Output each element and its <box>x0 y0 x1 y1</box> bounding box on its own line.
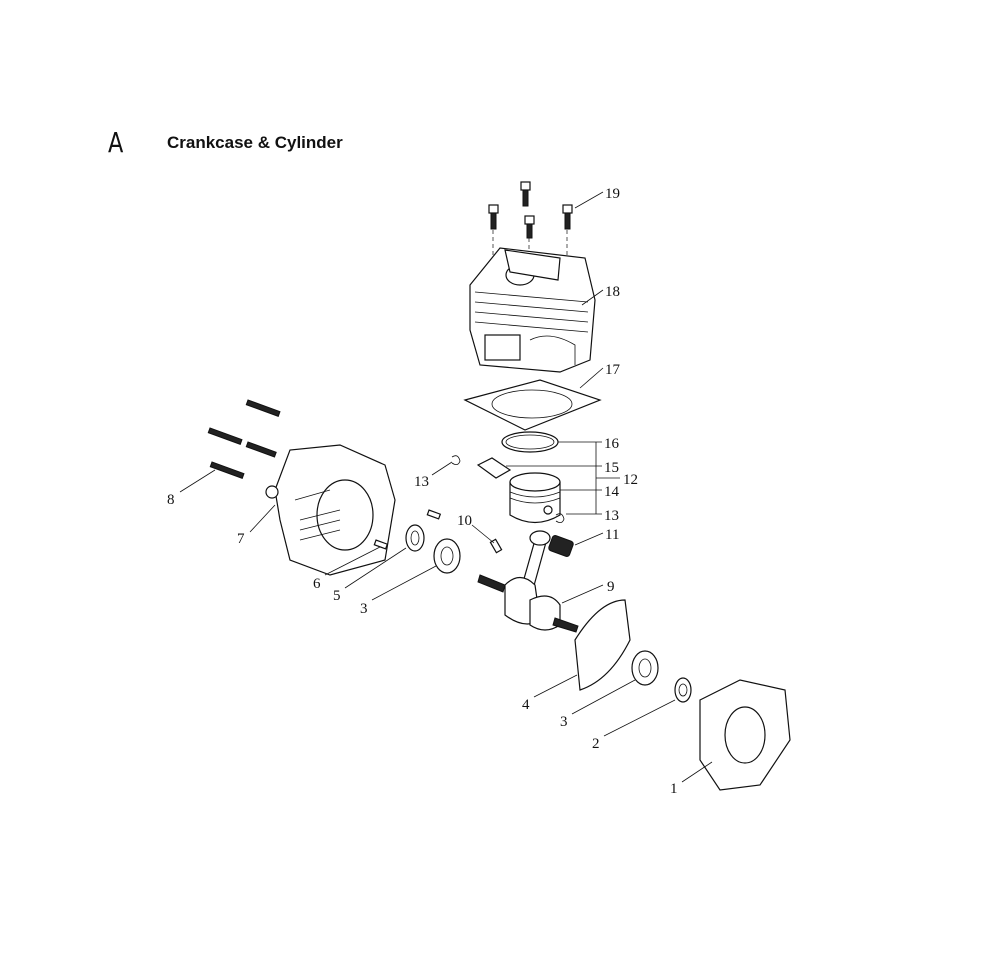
leader-lines <box>179 191 713 783</box>
callout-14: 14 <box>604 484 620 500</box>
callout-3: 3 <box>560 714 568 730</box>
crankcase-gasket <box>574 599 631 691</box>
callout-11: 11 <box>605 527 619 543</box>
section-title: Crankcase & Cylinder <box>167 133 343 152</box>
callout-7: 7 <box>237 531 245 547</box>
oil-seal <box>405 524 425 552</box>
callout-18: 18 <box>605 284 620 300</box>
callout-4: 4 <box>522 697 530 713</box>
callout-10: 10 <box>457 513 472 529</box>
callout-8: 8 <box>167 492 175 508</box>
callout-2: 2 <box>592 736 600 752</box>
callout-19: 19 <box>605 186 620 202</box>
crankshaft <box>477 530 579 633</box>
piston-pin <box>476 457 512 479</box>
piston <box>509 472 561 524</box>
callout-16: 16 <box>604 436 620 452</box>
cylinder-gasket <box>463 379 602 431</box>
section-letter: A <box>108 126 124 159</box>
right-crankcase <box>699 679 791 791</box>
dowel-pin <box>373 539 389 550</box>
cylinder-screws <box>488 181 573 260</box>
callout-13: 13 <box>414 474 429 490</box>
callout-9: 9 <box>607 579 615 595</box>
circlip <box>451 455 461 465</box>
crankcase-screws <box>207 399 281 479</box>
left-crankcase <box>265 444 396 576</box>
callout-17: 17 <box>605 362 621 378</box>
callout-12: 12 <box>623 472 638 488</box>
callout-15: 15 <box>604 460 619 476</box>
dowel-pin <box>426 509 442 520</box>
bearing <box>433 538 461 574</box>
callout-6: 6 <box>313 576 321 592</box>
callout-5: 5 <box>333 588 341 604</box>
cylinder <box>469 247 596 373</box>
callout-1: 1 <box>670 781 678 797</box>
bearing <box>631 650 659 686</box>
callout-13: 13 <box>604 508 619 524</box>
needle-bearing <box>548 535 574 557</box>
oil-seal <box>674 677 692 703</box>
callout-3: 3 <box>360 601 368 617</box>
